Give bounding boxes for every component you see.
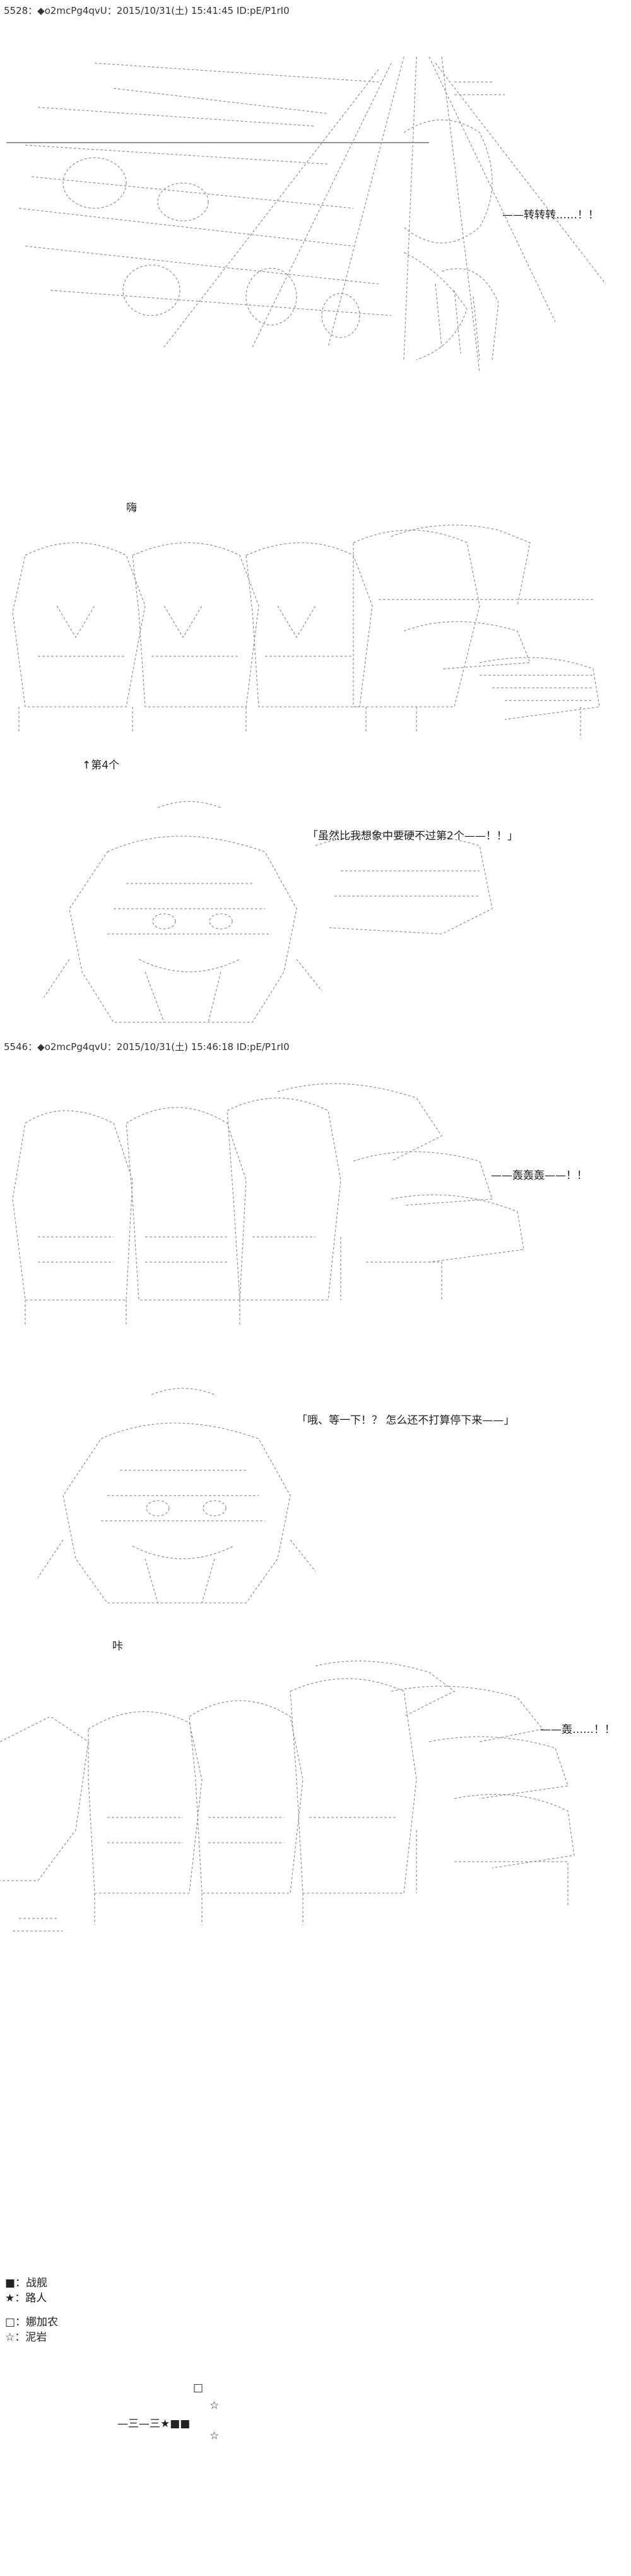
formation-row: —三—三★■■ xyxy=(117,2418,191,2430)
sfx-rumble: ——轰轰轰——！！ xyxy=(491,1169,587,1182)
formation-row: ☆ xyxy=(209,2399,220,2412)
legend-item: ☆：泥岩 xyxy=(5,2331,47,2344)
speech-hai: 嗨 xyxy=(126,502,137,514)
character-art-1 xyxy=(44,801,493,1023)
sfx-boom: ——轰……！！ xyxy=(540,1723,615,1736)
sfx-pa: 咔 xyxy=(112,1640,123,1653)
legend-item: ■：战舰 xyxy=(5,2277,48,2289)
legend-item: □：娜加农 xyxy=(5,2316,59,2329)
character-art-2 xyxy=(37,1388,316,1604)
post-header: 5528：◆o2mcPg4qvU：2015/10/31(土) 15:41:45 … xyxy=(4,5,290,16)
crowd-art-2 xyxy=(12,1083,524,1325)
sunburst-art xyxy=(6,56,606,372)
crowd-art-3 xyxy=(0,1660,575,1932)
crowd-art-1 xyxy=(12,524,600,738)
sfx-spin: ——转转转……！！ xyxy=(502,209,599,222)
legend-item: ★：路人 xyxy=(5,2292,47,2305)
formation-row: ☆ xyxy=(209,2430,220,2442)
dialogue-1: 「虽然比我想象中要硬不过第2个——！！」 xyxy=(307,830,518,842)
dialogue-2: 「哦、等一下！？ 怎么还不打算停下来——」 xyxy=(297,1414,515,1427)
label-fourth: ↑第4个 xyxy=(82,759,120,772)
formation-row: □ xyxy=(193,2382,204,2394)
post-header: 5546：◆o2mcPg4qvU：2015/10/31(土) 15:46:18 … xyxy=(4,1041,290,1053)
